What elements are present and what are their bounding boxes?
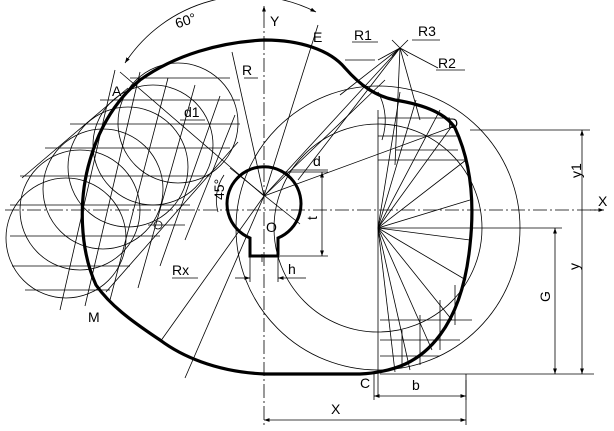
label-a: A xyxy=(112,83,122,99)
label-m: M xyxy=(88,309,100,325)
label-x-axis: X xyxy=(598,193,608,209)
label-r1: R1 xyxy=(354,27,372,43)
label-g: G xyxy=(537,291,553,302)
label-rx: Rx xyxy=(172,262,189,278)
label-d-bore: d xyxy=(313,153,321,169)
cam-outline xyxy=(80,38,474,376)
label-r2: R2 xyxy=(438,55,456,71)
label-angle-45: 45° xyxy=(211,179,227,200)
label-r3: R3 xyxy=(418,23,436,39)
label-y: y xyxy=(566,263,582,270)
label-x-dim: X xyxy=(331,401,341,417)
label-e: E xyxy=(313,29,322,45)
label-angle-60: 60° xyxy=(173,10,198,32)
label-h: h xyxy=(288,261,296,277)
radial-lines xyxy=(119,0,456,379)
dimension-lines xyxy=(172,39,594,425)
label-y-axis: Y xyxy=(270,13,280,29)
hub-bore xyxy=(225,165,303,258)
label-d-point: D xyxy=(448,115,458,131)
label-r: R xyxy=(242,62,252,78)
label-o: O xyxy=(266,219,277,235)
cutter-circles xyxy=(5,62,240,311)
label-t: t xyxy=(304,216,320,220)
label-d1: d1 xyxy=(184,104,200,120)
labels: 60° Y E R1 R3 R2 R A d1 D d y1 X 45° O t… xyxy=(88,10,608,417)
label-b: b xyxy=(412,377,420,393)
label-y1: y1 xyxy=(568,163,584,178)
label-c: C xyxy=(360,375,370,391)
